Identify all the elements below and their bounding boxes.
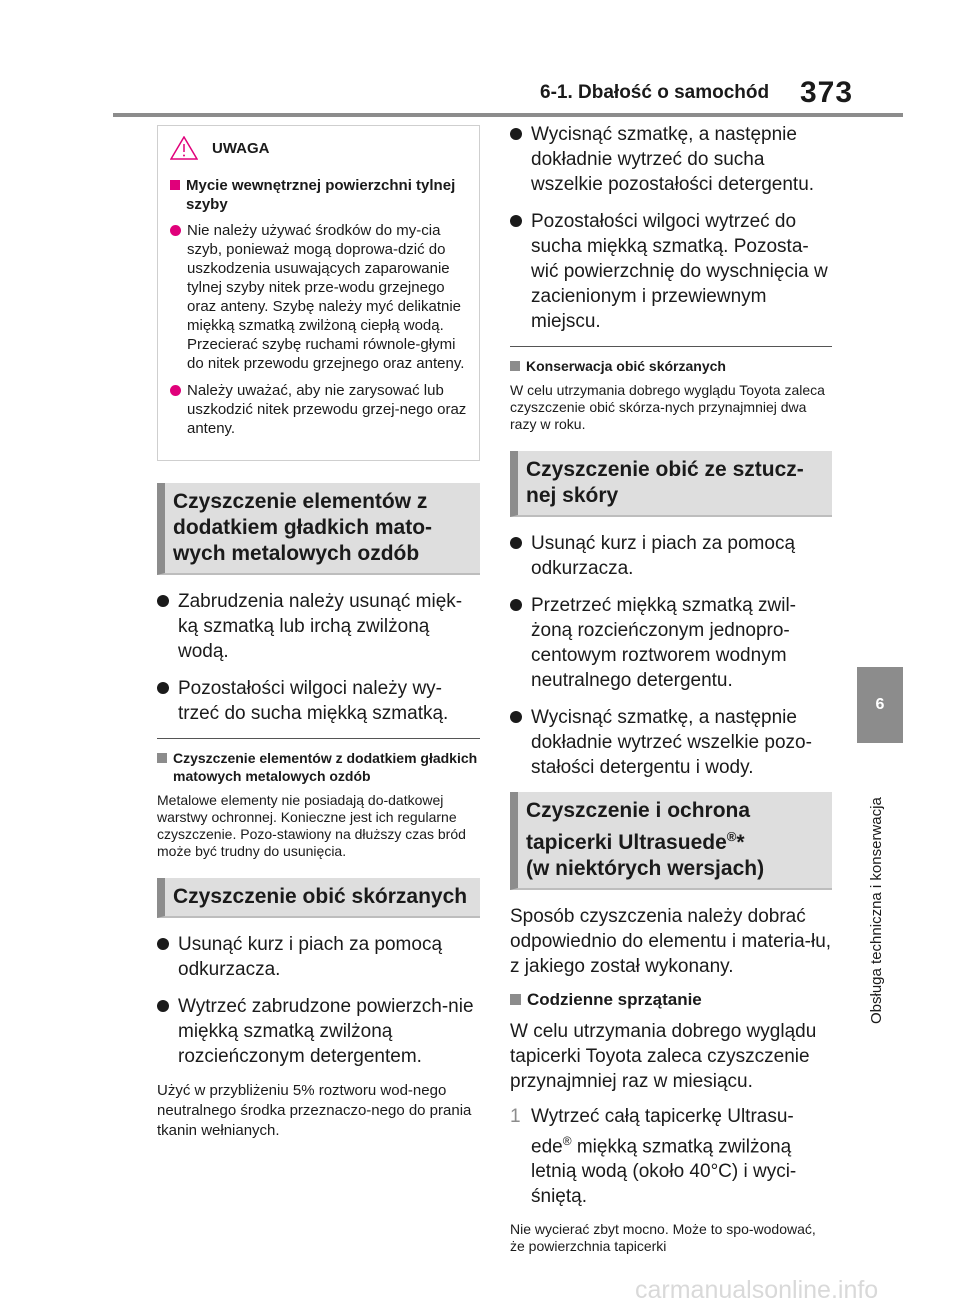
daily-heading: Codzienne sprzątanie [510,989,832,1011]
list-item: Usunąć kurz i piach za pomocą odkurzacza… [157,932,480,982]
warning-box: UWAGA Mycie wewnętrznej powierzchni tyln… [157,125,480,461]
right-column: Wycisnąć szmatkę, a następnie dokładnie … [510,122,832,1273]
bullet-dot-icon [510,711,522,723]
section-heading-matte: Czyszczenie elementów z dodatkiem gładki… [157,483,480,575]
bullet-dot-icon [157,1000,169,1012]
note-body: Metalowe elementy nie posiadają do-datko… [157,792,466,859]
section-heading-ultrasuede: Czyszczenie i ochrona tapicerki Ultrasue… [510,792,832,890]
bullet-dot-icon [170,225,181,236]
step-number: 1 [510,1106,521,1127]
step-item: 1 Wytrzeć całą tapicerkę Ultrasu-ede® mi… [510,1106,797,1208]
list-item: Wytrzeć zabrudzone powierzch-nie miękką … [157,994,480,1069]
warning-triangle-icon [170,136,198,160]
warning-title: UWAGA [212,139,270,157]
chapter-tab: 6 [857,667,903,743]
bullet-dot-icon [510,599,522,611]
list-item: Pozostałości wilgoci należy wy-trzeć do … [157,676,480,726]
list-item: Wycisnąć szmatkę, a następnie dokładnie … [510,122,832,197]
header-rule [113,113,903,117]
daily-body: W celu utrzymania dobrego wyglądu tapice… [510,1021,817,1092]
warning-item: Należy uważać, aby nie zarysować lub usz… [170,381,467,438]
intro-text: Sposób czyszczenia należy dobrać odpowie… [510,906,832,977]
list-item: Zabrudzenia należy usunąć mięk-ką szmatk… [157,589,480,664]
left-column: UWAGA Mycie wewnętrznej powierzchni tyln… [157,125,480,1159]
chapter-title: Obsługa techniczna i konserwacja [868,797,885,1024]
warning-header: UWAGA [170,136,467,160]
list-item: Pozostałości wilgoci wytrzeć do sucha mi… [510,209,832,334]
page-number: 373 [800,76,854,109]
divider [157,738,480,739]
warning-subheading: Mycie wewnętrznej powierzchni tylnej szy… [170,176,467,214]
section-heading-artificial: Czyszczenie obić ze sztucz-nej skóry [510,451,832,517]
list-item: Wycisnąć szmatkę, a następnie dokładnie … [510,705,832,780]
note-heading: Konserwacja obić skórzanych [510,357,832,375]
warning-item: Nie należy używać środków do my-cia szyb… [170,221,467,373]
note-body: W celu utrzymania dobrego wyglądu Toyota… [510,382,825,432]
bullet-dot-icon [510,537,522,549]
bullet-dot-icon [170,385,181,396]
watermark: carmanualsonline.info [635,1276,879,1304]
note-heading: Czyszczenie elementów z dodatkiem gładki… [157,749,480,785]
note-body: Nie wycierać zbyt mocno. Może to spo-wod… [510,1221,816,1255]
list-item: Usunąć kurz i piach za pomocą odkurzacza… [510,531,832,581]
bullet-dot-icon [510,215,522,227]
square-bullet-icon [510,994,521,1005]
list-item: Przetrzeć miękką szmatką zwil-żoną rozci… [510,593,832,693]
square-bullet-icon [157,753,167,763]
bullet-dot-icon [157,595,169,607]
section-heading-leather: Czyszczenie obić skórzanych [157,878,480,918]
square-bullet-icon [170,180,180,190]
bullet-dot-icon [157,938,169,950]
bullet-dot-icon [157,682,169,694]
bullet-dot-icon [510,128,522,140]
divider [510,346,832,347]
square-bullet-icon [510,361,520,371]
note-body: Użyć w przybliżeniu 5% roztworu wod-nego… [157,1082,472,1139]
section-title: 6-1. Dbałość o samochód [540,82,770,103]
